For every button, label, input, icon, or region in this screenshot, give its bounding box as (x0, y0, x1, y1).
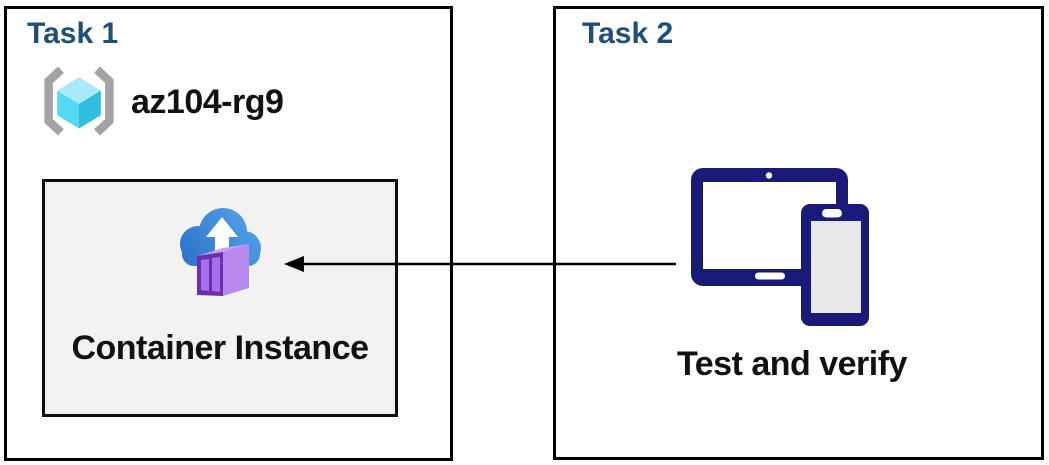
task1-title: Task 1 (27, 17, 119, 50)
task1-box: Task 1 az104-rg9 (4, 6, 453, 461)
resource-group-name: az104-rg9 (131, 83, 284, 121)
container-instance-icon (180, 208, 261, 296)
container-instance-card: Container Instance (42, 179, 398, 417)
task2-box: Task 2 Test and verify (553, 6, 1044, 460)
test-and-verify-label: Test and verify (677, 345, 907, 383)
task2-title: Task 2 (582, 17, 674, 50)
container-instance-label: Container Instance (71, 329, 369, 367)
devices-icon (691, 168, 869, 326)
resource-group-icon (44, 66, 114, 136)
